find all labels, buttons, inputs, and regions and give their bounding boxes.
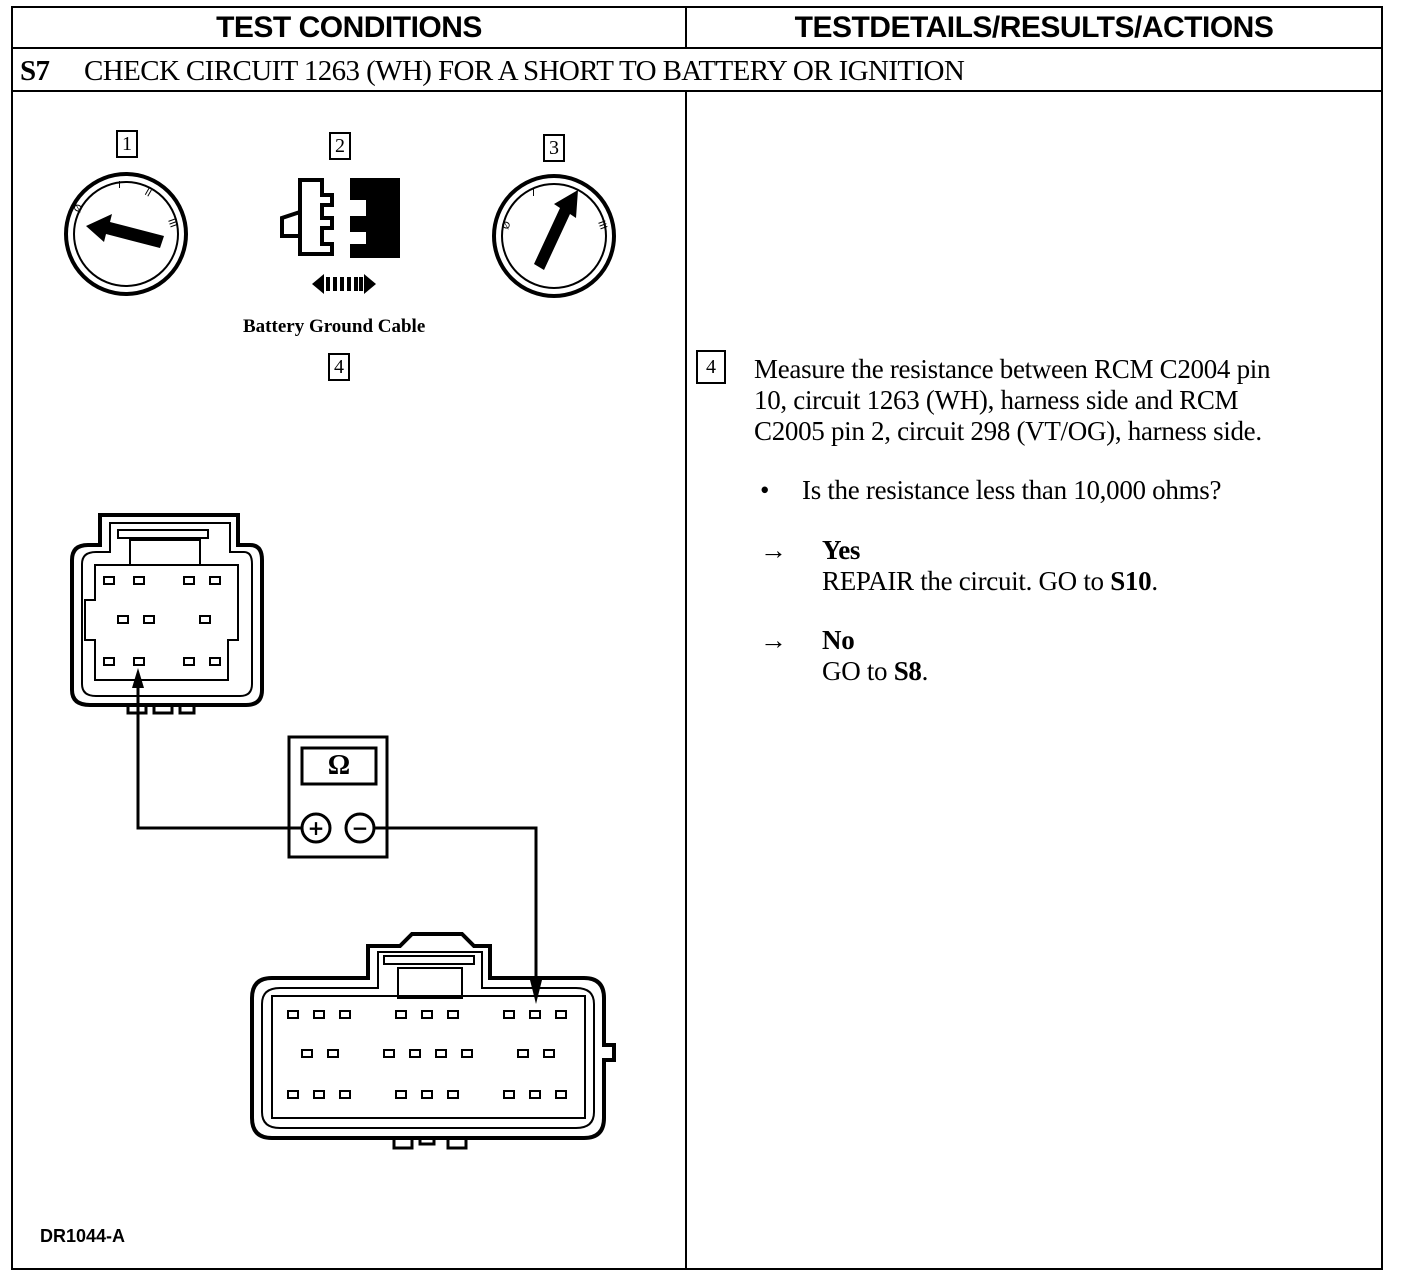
meter-minus-terminal: − <box>351 816 369 840</box>
step-title-row: S7 CHECK CIRCUIT 1263 (WH) FOR A SHORT T… <box>14 50 1374 92</box>
details-step-number: 4 <box>696 350 726 384</box>
connector-c2005-icon <box>250 932 616 1150</box>
instruction-line: C2005 pin 2, circuit 298 (VT/OG), harnes… <box>754 416 1262 446</box>
svg-text:Ø: Ø <box>500 219 514 231</box>
battery-disconnect-icon <box>280 178 400 294</box>
question-bullet: • <box>760 475 770 505</box>
callout-4: 4 <box>328 353 350 381</box>
ohmmeter-icon <box>287 735 389 859</box>
body-column-divider <box>685 91 687 1269</box>
callout-1: 1 <box>116 130 138 158</box>
yes-arrow-icon: → <box>760 535 787 565</box>
header-test-conditions: TEST CONDITIONS <box>216 11 482 44</box>
callout-3: 3 <box>543 134 565 162</box>
ignition-switch-on-icon: Ø I III <box>492 174 616 298</box>
yes-action-end: . <box>1151 566 1158 596</box>
probe-tip-c2005 <box>530 980 542 1004</box>
figure-id: DR1044-A <box>40 1226 126 1246</box>
ignition-switch-off-icon: Ø I II III <box>64 172 188 296</box>
yes-action-target: S10 <box>1110 566 1152 596</box>
test-lead-wires <box>136 680 538 992</box>
probe-tip-c2004 <box>132 668 144 688</box>
svg-text:Ø: Ø <box>72 202 86 214</box>
instruction-line: Measure the resistance between RCM C2004… <box>754 354 1271 384</box>
svg-text:II: II <box>143 187 154 199</box>
svg-text:III: III <box>165 217 178 229</box>
no-label: No <box>822 625 855 655</box>
yes-action: REPAIR the circuit. GO to S10. <box>822 566 1342 597</box>
meter-plus-terminal: + <box>307 816 325 840</box>
step-id: S7 <box>20 54 50 87</box>
svg-text:III: III <box>595 219 608 231</box>
yes-action-text: REPAIR the circuit. GO to <box>822 566 1111 596</box>
details-instruction: Measure the resistance between RCM C2004… <box>754 354 1354 447</box>
instruction-line: 10, circuit 1263 (WH), harness side and … <box>754 385 1239 415</box>
battery-ground-cable-caption: Battery Ground Cable <box>243 316 426 337</box>
table-frame <box>11 6 1383 1270</box>
details-question: Is the resistance less than 10,000 ohms? <box>802 475 1222 505</box>
no-action: GO to S8. <box>822 656 1342 687</box>
no-action-text: GO to <box>822 656 894 686</box>
header-test-details: TESTDETAILS/RESULTS/ACTIONS <box>794 11 1274 44</box>
no-action-target: S8 <box>893 656 922 686</box>
callout-2: 2 <box>329 132 351 160</box>
yes-label: Yes <box>822 535 861 565</box>
ohm-symbol: Ω <box>327 750 351 781</box>
header-column-divider <box>685 6 687 48</box>
connector-c2004-icon <box>70 513 264 715</box>
step-divider <box>11 90 1383 92</box>
no-arrow-icon: → <box>760 625 787 655</box>
svg-text:I: I <box>118 180 121 191</box>
no-action-end: . <box>921 656 929 686</box>
step-title: CHECK CIRCUIT 1263 (WH) FOR A SHORT TO B… <box>84 54 965 87</box>
header-divider <box>11 47 1383 49</box>
svg-text:I: I <box>532 188 535 199</box>
